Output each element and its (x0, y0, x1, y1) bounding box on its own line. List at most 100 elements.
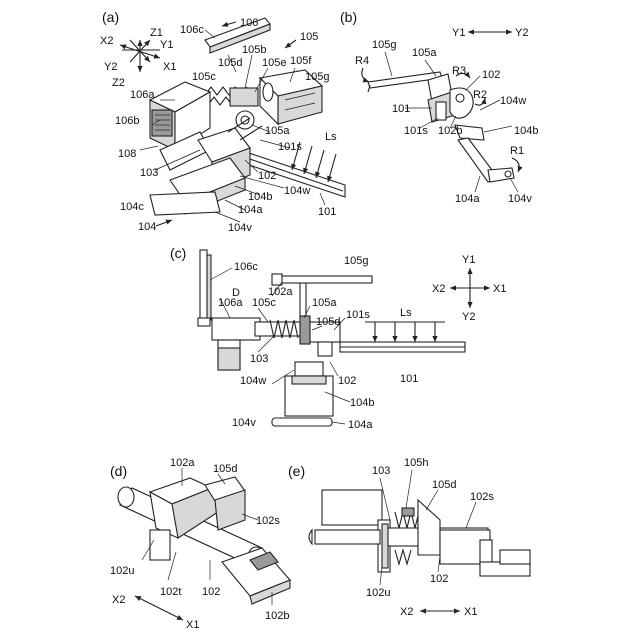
label-105: 105 (300, 31, 318, 43)
axis-y2-label: Y2 (462, 311, 475, 323)
axis-y1-label: Y1 (160, 39, 173, 51)
label-105c: 105c (192, 71, 216, 83)
axis-z2-label: Z2 (112, 77, 125, 89)
label-106: 106 (240, 17, 258, 29)
label-102u: 102u (110, 565, 134, 577)
axis-x1-label: X1 (186, 619, 199, 631)
label-104b: 104b (350, 397, 374, 409)
axis-x1-label: X1 (464, 606, 477, 618)
label-105d: 105d (316, 316, 340, 328)
label-105a: 105a (412, 47, 437, 59)
panel-c: (c) Y1 X2 X1 Y2 (170, 245, 506, 431)
label-105e: 105e (262, 57, 286, 69)
axis-x1-label: X1 (493, 283, 506, 295)
label-106a: 106a (218, 297, 243, 309)
label-r4: R4 (355, 55, 369, 67)
label-102: 102 (430, 573, 448, 585)
label-104: 104 (138, 221, 156, 233)
label-102: 102 (202, 586, 220, 598)
direction-arrow-icon (285, 40, 296, 48)
axis-y2-label: Y2 (515, 27, 528, 39)
axis-x2-label: X2 (400, 606, 413, 618)
panel-e: (e) (288, 457, 530, 618)
panel-c-tag: (c) (170, 245, 186, 261)
label-101: 101 (392, 103, 410, 115)
label-r1: R1 (510, 145, 524, 157)
direction-arrow-icon (135, 596, 183, 620)
label-101: 101 (318, 206, 336, 218)
label-104v: 104v (228, 222, 252, 234)
panel-b: (b) Y1 Y2 (340, 9, 538, 205)
label-ls: Ls (400, 307, 412, 319)
label-101s: 101s (346, 309, 370, 321)
label-105d: 105d (432, 479, 456, 491)
label-105f: 105f (290, 55, 312, 67)
axis-x2-label: X2 (100, 35, 113, 47)
panel-a-tag: (a) (102, 9, 119, 25)
panel-d: (d) (110, 457, 290, 631)
link-104 (455, 125, 514, 182)
panel-a: (a) X2 Z1 Y1 Y2 X1 Z2 (100, 9, 345, 234)
label-105h: 105h (404, 457, 428, 469)
label-104v: 104v (232, 417, 256, 429)
rotation-arrow-icon (512, 158, 519, 172)
label-104w: 104w (500, 95, 526, 107)
label-101: 101 (400, 373, 418, 385)
label-106a: 106a (130, 89, 155, 101)
label-106c: 106c (234, 261, 258, 273)
label-103: 103 (250, 353, 268, 365)
label-105g: 105g (344, 255, 368, 267)
label-106c: 106c (180, 24, 204, 36)
axis-z1-label: Z1 (150, 27, 163, 39)
block-103 (322, 490, 382, 525)
lever-102 (450, 88, 473, 118)
label-104a: 104a (455, 193, 480, 205)
guide-rail-101 (340, 342, 465, 352)
label-105g: 105g (372, 39, 396, 51)
label-ls: Ls (325, 131, 337, 143)
label-105a: 105a (265, 125, 290, 137)
light-arrow-icon (365, 322, 445, 342)
label-104c: 104c (120, 201, 144, 213)
label-102s: 102s (256, 515, 280, 527)
label-105a: 105a (312, 297, 337, 309)
label-104a: 104a (238, 204, 263, 216)
rotation-arrow-icon (362, 68, 369, 82)
label-104b: 104b (514, 125, 538, 137)
direction-arrow-icon (222, 22, 236, 26)
label-104w: 104w (284, 185, 310, 197)
label-102t: 102t (160, 586, 181, 598)
label-102a: 102a (170, 457, 195, 469)
label-102s: 102s (470, 491, 494, 503)
label-104b: 104b (248, 191, 272, 203)
axis-y1-label: Y1 (452, 27, 465, 39)
rod-106c (198, 250, 211, 326)
housing-106 (150, 82, 210, 170)
label-101s: 101s (278, 141, 302, 153)
label-104w: 104w (240, 375, 266, 387)
block-104 (272, 362, 333, 426)
label-105d: 105d (213, 463, 237, 475)
spring-105c (205, 87, 258, 129)
axis-y2-label: Y2 (104, 61, 117, 73)
label-105g: 105g (305, 71, 329, 83)
label-108: 108 (118, 148, 136, 160)
label-103: 103 (140, 167, 158, 179)
label-102: 102 (338, 375, 356, 387)
panel-d-tag: (d) (110, 463, 127, 479)
axis-x1-label: X1 (163, 61, 176, 73)
label-102: 102 (482, 69, 500, 81)
label-104v: 104v (508, 193, 532, 205)
panel-b-tag: (b) (340, 9, 357, 25)
label-r2: R2 (473, 89, 487, 101)
label-106b: 106b (115, 115, 139, 127)
label-105d: 105d (218, 57, 242, 69)
label-102u: 102u (366, 587, 390, 599)
axis-triad-icon (120, 40, 160, 72)
label-r3: R3 (452, 65, 466, 77)
label-102b: 102b (438, 125, 462, 137)
lever-102 (418, 500, 530, 576)
axis-y1-label: Y1 (462, 254, 475, 266)
direction-arrow-icon (156, 220, 172, 226)
